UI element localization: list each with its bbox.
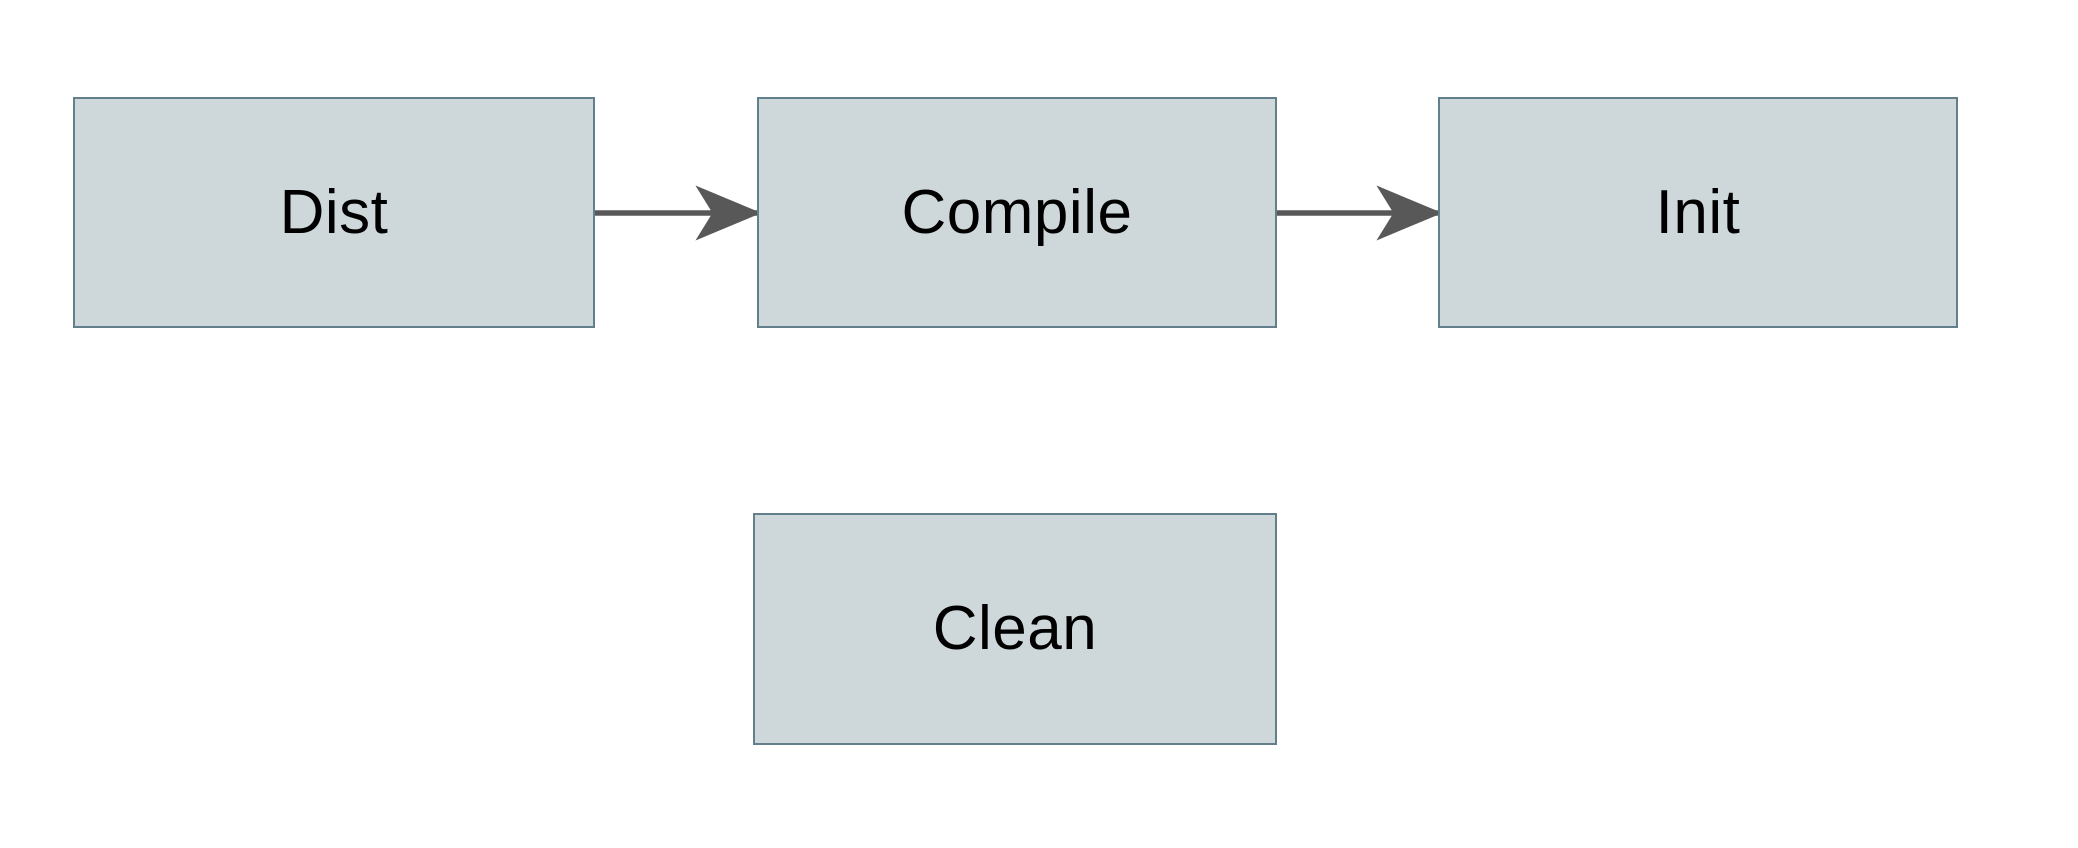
node-compile[interactable]: Compile xyxy=(757,97,1277,328)
node-clean[interactable]: Clean xyxy=(753,513,1277,745)
node-clean-label: Clean xyxy=(932,594,1098,663)
node-dist-label: Dist xyxy=(279,177,389,247)
node-compile-label: Compile xyxy=(901,177,1133,247)
node-init-label: Init xyxy=(1655,177,1741,247)
node-dist[interactable]: Dist xyxy=(73,97,595,328)
node-init[interactable]: Init xyxy=(1438,97,1958,328)
